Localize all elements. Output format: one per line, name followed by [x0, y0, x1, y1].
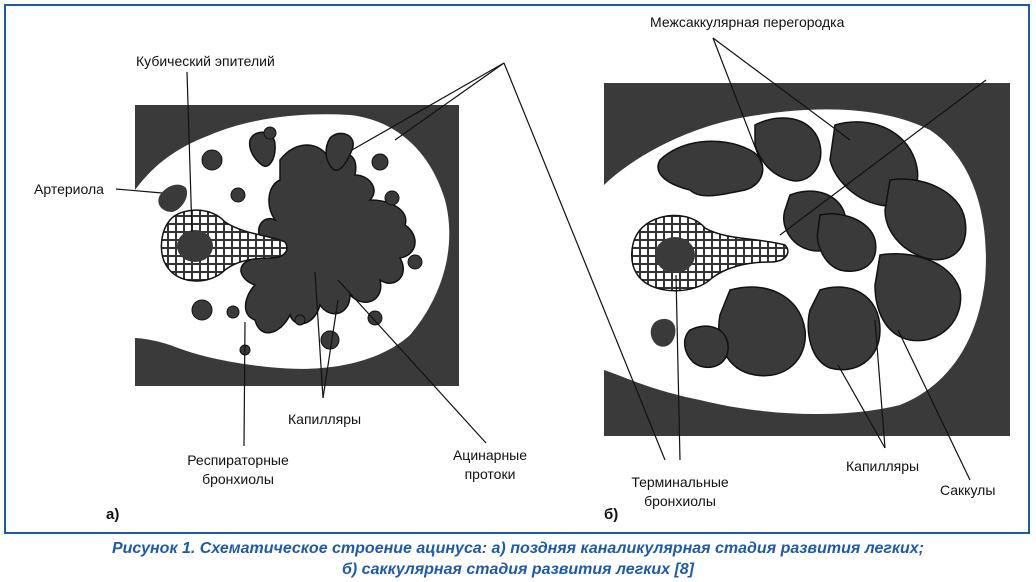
label-capillaries-a: Капилляры: [288, 411, 362, 427]
panel-label-b: б): [604, 506, 619, 523]
panel-b-bronchiole-lumen: [655, 237, 695, 273]
panel-a-duct: [325, 132, 354, 171]
panel-a-bronchiole-lumen: [177, 230, 213, 262]
label-respiratory-bronchioles: Респираторные бронхиолы: [187, 452, 289, 487]
panel-a-capillaries: [191, 126, 423, 356]
panel-b-saccules: [657, 117, 967, 377]
panel-a-arteriole: [158, 184, 188, 212]
caption-line-2: б) саккулярная стадия развития легких [8…: [341, 561, 695, 578]
label-saccules: Саккулы: [940, 482, 996, 498]
label-capillaries-b: Капилляры: [846, 458, 920, 474]
label-intersaccular-septum: Межсаккулярная перегородка: [650, 14, 845, 30]
label-arteriole: Артериола: [34, 181, 104, 197]
figure-frame: [4, 4, 1030, 534]
panel-a-diagram: [135, 105, 459, 386]
label-terminal-bronchioles: Терминальные бронхиолы: [631, 474, 729, 509]
panel-a-bronchiole: [160, 209, 288, 282]
label-cubic-epithelium: Кубический эпителий: [136, 53, 275, 69]
label-acinar-ducts: Ацинарные протоки: [452, 447, 528, 482]
panel-b-small-vessel: [650, 318, 676, 347]
leader-lines: [115, 37, 987, 481]
panel-label-a: а): [106, 506, 120, 523]
figure-caption: Рисунок 1. Схематическое строение ацинус…: [0, 538, 1036, 580]
panel-b-diagram: [604, 83, 1010, 436]
caption-line-1: Рисунок 1. Схематическое строение ацинус…: [111, 540, 924, 557]
